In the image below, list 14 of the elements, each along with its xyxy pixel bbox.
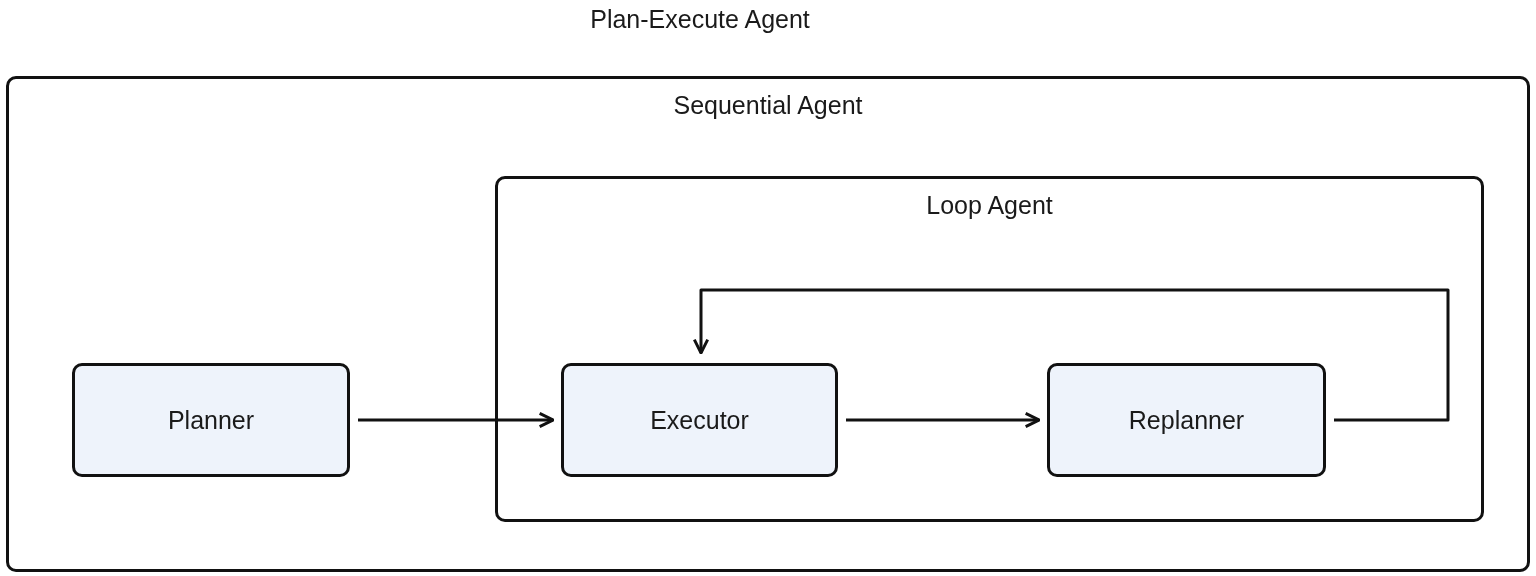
node-label: Planner: [167, 405, 255, 435]
process-box: [1047, 363, 1326, 477]
container-box: [6, 76, 1530, 572]
group-label: Loop Agent: [925, 191, 1054, 220]
node-label: Executor: [650, 405, 749, 435]
arrow: [846, 411, 1041, 429]
diagram-title: Plan-Execute Agent: [589, 5, 811, 34]
group-label: Sequential Agent: [672, 91, 864, 120]
arrow: [692, 288, 1450, 422]
container-box: [495, 176, 1484, 522]
node-label: Replanner: [1128, 405, 1245, 435]
process-box: [72, 363, 350, 477]
arrow: [358, 411, 555, 429]
process-box: [561, 363, 838, 477]
